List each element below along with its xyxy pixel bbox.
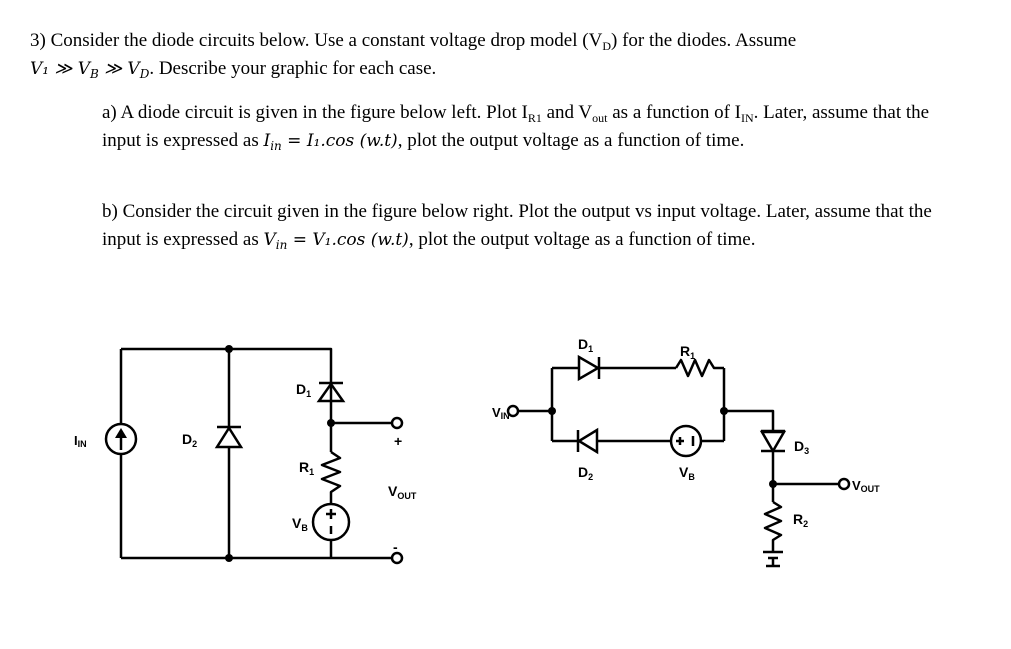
vin-label: VIN [492, 405, 510, 421]
d2-label-left: D2 [182, 431, 197, 449]
part-a-equation: Iin = I₁.cos (w.t) [263, 131, 398, 153]
vout-label-right: VOUT [852, 478, 880, 494]
vout-minus: - [393, 539, 398, 555]
r1-label-left: R1 [299, 459, 314, 477]
d1-label-left: D1 [296, 381, 311, 399]
right-circuit [518, 354, 851, 568]
vout-plus: + [394, 433, 402, 449]
intro-text: Consider the diode circuits below. Use a… [50, 30, 797, 53]
assumption-math: V₁ ≫ VB ≫ VD [30, 59, 150, 81]
part-a: a) A diode circuit is given in the figur… [102, 102, 930, 153]
part-b-equation: Vin = V₁.cos (w.t) [263, 230, 409, 252]
vb-label-left: VB [292, 515, 308, 533]
d2-label-right: D2 [578, 464, 593, 482]
circuit-diagrams: IIN D2 D1 R1 VB + VOUT - VIN D1 R1 D2 VB… [74, 336, 880, 568]
r2-label: R2 [793, 511, 808, 529]
r1-label-right: R1 [680, 343, 695, 361]
left-circuit [104, 347, 404, 565]
part-a-label: a) [102, 102, 117, 123]
part-b-label: b) [102, 201, 118, 222]
vout-label-left: VOUT [388, 483, 417, 501]
d3-label: D3 [794, 438, 809, 456]
assumption-tail: . Describe your graphic for each case. [149, 58, 437, 79]
iin-label: IIN [74, 433, 87, 449]
question-intro: 3) Consider the diode circuits below. Us… [30, 27, 990, 83]
question-number: 3) [30, 30, 46, 51]
vb-label-right: VB [679, 464, 695, 482]
d1-label-right: D1 [578, 336, 593, 354]
part-b: b) Consider the circuit given in the fig… [102, 201, 932, 252]
